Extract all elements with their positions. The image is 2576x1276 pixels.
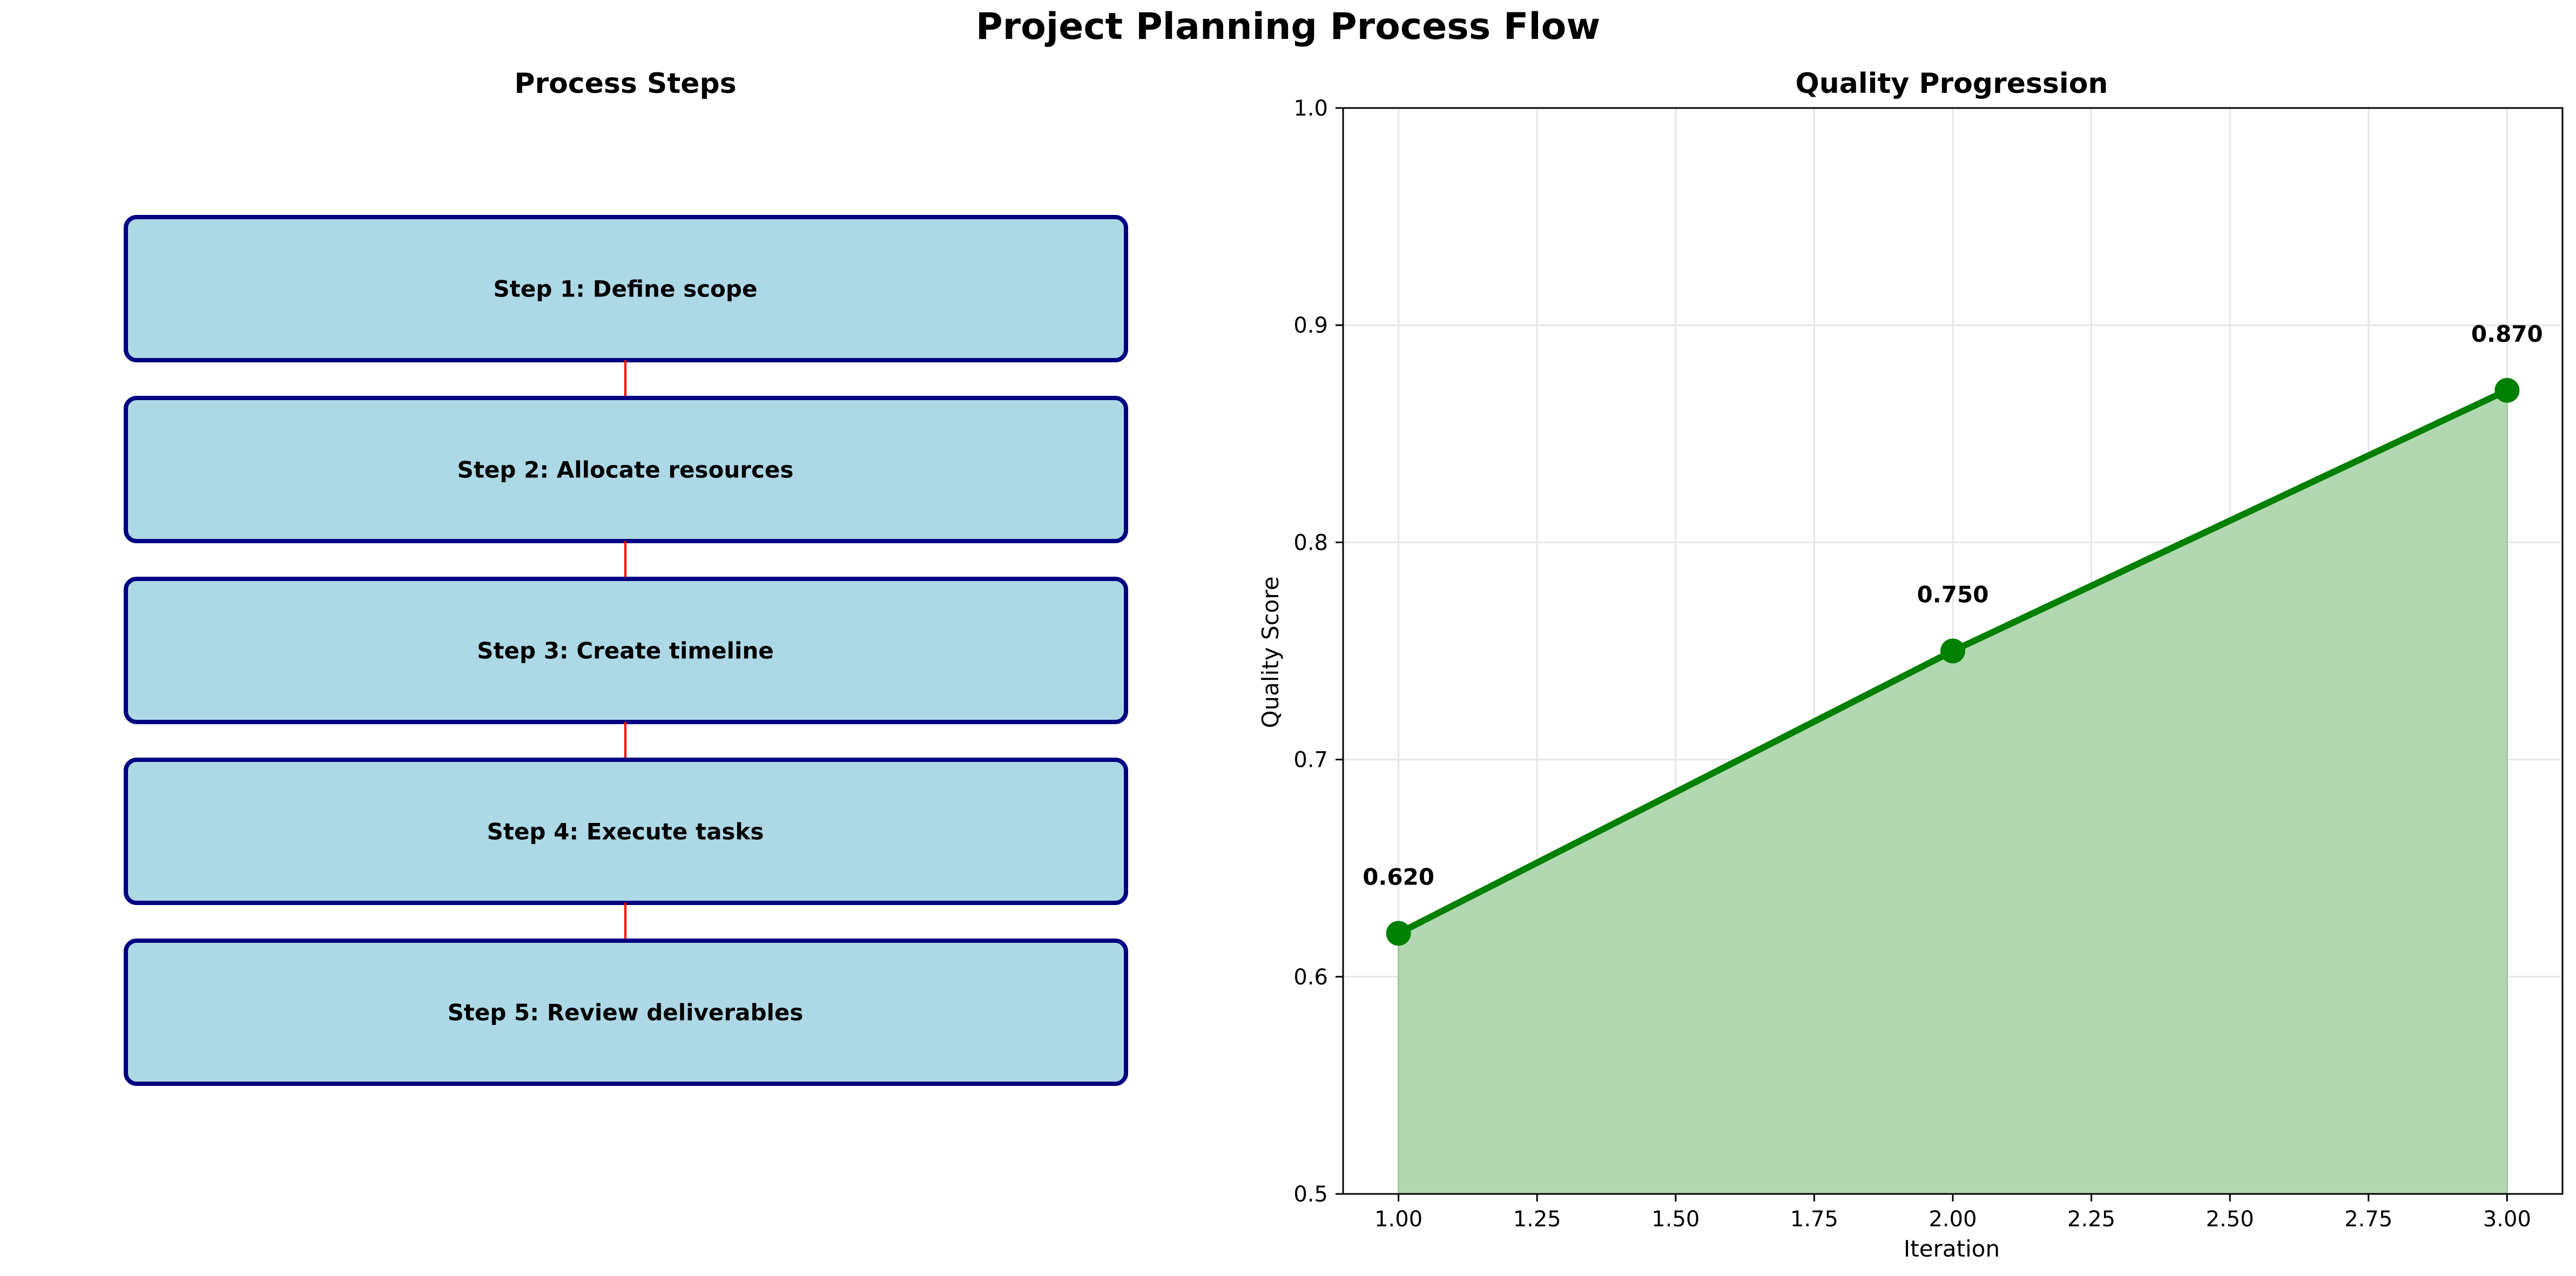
x-tick-label: 1.00: [1374, 1207, 1422, 1232]
y-axis-label: Quality Score: [1257, 576, 1284, 728]
data-label: 0.870: [2471, 321, 2543, 347]
data-point: [1940, 638, 1965, 664]
step-label: Step 4: Execute tasks: [487, 819, 764, 845]
figure-title: Project Planning Process Flow: [976, 5, 1600, 48]
quality-chart-panel: Quality Progression 1.00 1.25 1.50 1.75 2.00…: [1257, 67, 2564, 1262]
data-label: 0.620: [1363, 863, 1434, 890]
x-tick-label: 2.50: [2206, 1207, 2254, 1232]
step-label: Step 5: Review deliverables: [448, 1000, 804, 1026]
chart-title: Quality Progression: [1796, 67, 2108, 100]
x-tick-label: 2.75: [2344, 1207, 2392, 1232]
y-tick-label: 0.5: [1293, 1182, 1328, 1207]
y-tick-label: 0.7: [1293, 748, 1328, 773]
step-label: Step 1: Define scope: [494, 276, 758, 302]
x-tick-label: 1.25: [1513, 1207, 1561, 1232]
x-tick-label: 2.00: [1928, 1207, 1977, 1232]
process-steps-title: Process Steps: [514, 67, 736, 100]
y-tick-label: 0.6: [1293, 965, 1328, 990]
x-axis-label: Iteration: [1904, 1236, 2000, 1262]
step-label: Step 2: Allocate resources: [457, 457, 794, 483]
step-label: Step 3: Create timeline: [477, 638, 774, 664]
x-tick-label: 3.00: [2483, 1207, 2531, 1232]
y-tick-label: 0.8: [1293, 530, 1328, 555]
chart-series: 0.620 0.750 0.870: [1363, 321, 2543, 946]
data-point: [1386, 921, 1411, 946]
step-box: [124, 939, 1128, 1086]
x-tick-label: 1.75: [1790, 1207, 1838, 1232]
x-tick-label: 1.50: [1651, 1207, 1700, 1232]
y-tick-label: 1.0: [1293, 96, 1328, 121]
x-tick-label: 2.25: [2067, 1207, 2115, 1232]
chart-ticks: 1.00 1.25 1.50 1.75 2.00 2.25 2.50 2.75 3.00 0.5 0…: [1293, 96, 2531, 1232]
data-label: 0.750: [1917, 582, 1989, 608]
data-point: [2494, 377, 2520, 403]
y-tick-label: 0.9: [1293, 313, 1328, 338]
